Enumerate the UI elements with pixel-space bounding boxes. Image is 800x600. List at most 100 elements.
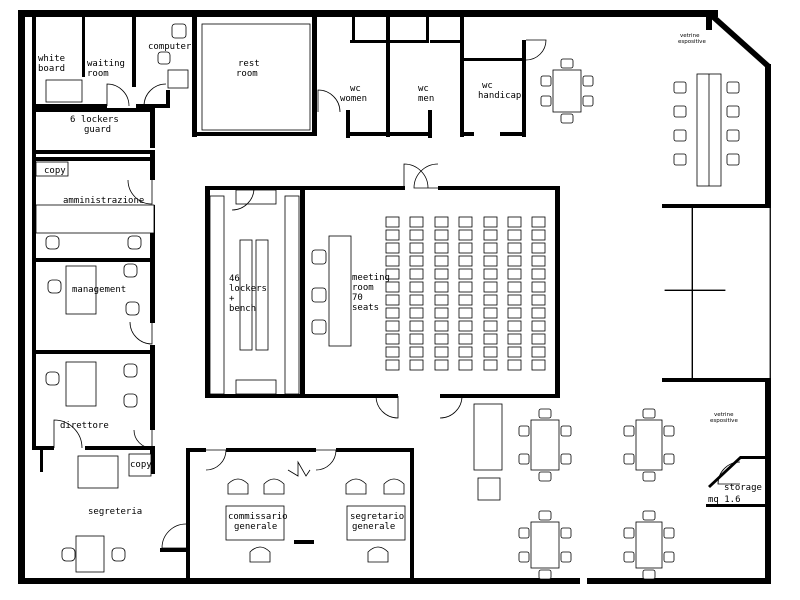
meeting-seat xyxy=(385,216,400,228)
meeting-seat xyxy=(483,359,498,371)
armchair xyxy=(345,478,367,495)
meeting-seat xyxy=(385,242,400,254)
lounge-chair xyxy=(623,425,635,437)
meeting-seat xyxy=(458,281,473,293)
meeting-seat xyxy=(409,320,424,332)
meeting-seat xyxy=(483,320,498,332)
management-desk xyxy=(65,265,97,315)
meeting-seat xyxy=(385,333,400,345)
armchair xyxy=(383,478,405,495)
door-swing xyxy=(231,187,255,211)
door-swing xyxy=(53,419,83,449)
lounge-chair xyxy=(538,471,552,482)
armchair xyxy=(367,546,389,563)
door-swing xyxy=(133,429,153,449)
meeting-seat xyxy=(507,359,522,371)
meeting-seat xyxy=(434,294,449,306)
label-amministrazione: amministrazione xyxy=(63,196,144,206)
meeting-seat xyxy=(409,307,424,319)
meeting-seat xyxy=(458,333,473,345)
lounge-table xyxy=(635,521,663,569)
display-chair xyxy=(673,105,687,118)
door-swing xyxy=(143,83,167,107)
office-chair xyxy=(125,301,140,316)
lounge-chair xyxy=(560,58,574,69)
lounge-chair xyxy=(642,510,656,521)
speaker-chair xyxy=(311,319,327,335)
meeting-seat xyxy=(507,268,522,280)
meeting-seat xyxy=(385,294,400,306)
lounge-chair xyxy=(540,95,552,107)
meeting-seat xyxy=(385,346,400,358)
label-computer: computer xyxy=(148,42,192,52)
right-partitions xyxy=(473,204,766,507)
meeting-seat xyxy=(507,281,522,293)
door-swings xyxy=(53,39,741,549)
meeting-seat xyxy=(507,307,522,319)
lounge-chair xyxy=(540,75,552,87)
meeting-seat xyxy=(458,268,473,280)
lounge-chair xyxy=(623,453,635,465)
door-swing xyxy=(127,179,153,205)
lounge-chair xyxy=(518,453,530,465)
lounge-chair xyxy=(642,471,656,482)
meeting-seat xyxy=(434,307,449,319)
meeting-seat xyxy=(507,242,522,254)
armchair xyxy=(249,546,271,563)
meeting-seat xyxy=(385,320,400,332)
meeting-seat xyxy=(507,255,522,267)
meeting-seat xyxy=(434,281,449,293)
lounge-chair xyxy=(642,408,656,419)
meeting-seat xyxy=(531,242,546,254)
meeting-seat xyxy=(531,268,546,280)
armchair xyxy=(263,478,285,495)
meeting-seat xyxy=(531,346,546,358)
door-swing xyxy=(525,39,547,61)
display-chair xyxy=(726,153,740,166)
meeting-seat xyxy=(483,255,498,267)
lounge-chair xyxy=(582,75,594,87)
meeting-seat xyxy=(409,346,424,358)
door-swing xyxy=(375,395,399,419)
display-chair xyxy=(726,129,740,142)
door-swing xyxy=(129,321,153,345)
door-swing xyxy=(413,163,439,189)
door-swing xyxy=(205,449,227,471)
office-chair xyxy=(123,393,138,408)
meeting-seat xyxy=(409,255,424,267)
central-block xyxy=(205,186,560,398)
meeting-seat xyxy=(507,216,522,228)
office-chairs xyxy=(35,23,405,573)
meeting-seat xyxy=(483,268,498,280)
label-copy-bottom: copy xyxy=(130,460,152,470)
display-chair xyxy=(726,81,740,94)
lounge-table xyxy=(530,521,560,569)
meeting-seat xyxy=(434,255,449,267)
meeting-seat xyxy=(458,242,473,254)
office-chair xyxy=(61,547,76,562)
lounge-furniture xyxy=(518,58,740,580)
speaker-chair xyxy=(311,249,327,265)
meeting-seat xyxy=(507,320,522,332)
door-swing xyxy=(439,395,463,419)
display-chair xyxy=(673,81,687,94)
meeting-seat xyxy=(531,294,546,306)
meeting-seat xyxy=(507,294,522,306)
lounge-chair xyxy=(663,551,675,563)
meeting-seat xyxy=(458,255,473,267)
meeting-seat xyxy=(385,359,400,371)
meeting-seat xyxy=(531,281,546,293)
meeting-seat xyxy=(409,216,424,228)
meeting-seat xyxy=(483,307,498,319)
meeting-seat xyxy=(458,294,473,306)
computer-chair xyxy=(157,51,171,65)
meeting-seat xyxy=(531,229,546,241)
lounge-chair xyxy=(623,551,635,563)
